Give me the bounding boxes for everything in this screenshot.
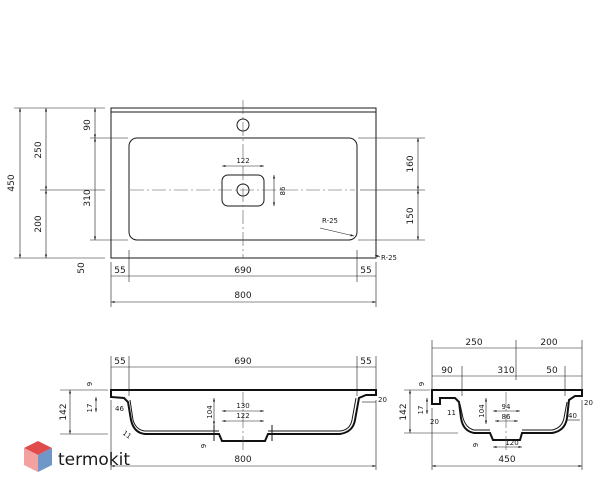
- brand-name: termokit: [58, 450, 130, 470]
- dim-drain-width: 122: [236, 157, 249, 165]
- front-dim-drain-outer: 130: [236, 402, 249, 410]
- front-dim-bottom: 9: [200, 444, 208, 448]
- top-view: 450 250 200 50 90 310 160 150 122 86 R-2…: [7, 100, 425, 307]
- dim-right-lower: 150: [406, 207, 416, 224]
- front-dim-middle: 690: [234, 357, 251, 367]
- basin-outline: [110, 107, 377, 259]
- side-dim-depth: 104: [478, 404, 486, 418]
- side-dim-rim: 17: [417, 406, 425, 415]
- side-dim-mid-right: 50: [546, 366, 558, 376]
- front-dim-height: 142: [59, 403, 69, 420]
- side-dim-mid-middle: 310: [497, 366, 514, 376]
- dim-bottom-middle: 690: [234, 266, 251, 276]
- dim-total-height: 450: [7, 174, 17, 191]
- dim-bottom-left: 55: [114, 266, 125, 276]
- front-dim-left: 55: [114, 357, 125, 367]
- dim-bottom-margin: 50: [77, 262, 87, 274]
- side-dim-total: 450: [498, 455, 515, 465]
- brand-logo: termokit: [24, 441, 130, 472]
- dim-rim-depth: 90: [83, 119, 93, 131]
- front-dim-right-wall: 20: [378, 396, 387, 404]
- side-section: 250 200 90 310 50 142 9 17 20 11 104 94 …: [399, 338, 593, 470]
- side-dim-wall: 20: [430, 418, 439, 426]
- side-dim-top-right: 200: [540, 338, 557, 348]
- side-dim-drain-inner: 86: [502, 413, 511, 421]
- dim-upper-height: 250: [34, 141, 44, 158]
- front-dim-rim-top: 9: [86, 382, 94, 386]
- side-profile: [431, 389, 583, 441]
- side-dim-drain-outer: 94: [502, 403, 511, 411]
- side-dim-base: 120: [505, 439, 518, 447]
- front-profile: [110, 389, 377, 442]
- side-dim-right-top: 20: [584, 399, 593, 407]
- side-dim-top-left: 250: [465, 338, 482, 348]
- side-dim-right-side: 40: [568, 412, 577, 420]
- front-dim-rim: 17: [86, 404, 94, 413]
- dim-bottom-right: 55: [360, 266, 371, 276]
- side-dim-rim-top: 9: [418, 382, 426, 386]
- side-dim-bottom: 9: [472, 443, 480, 447]
- dim-drain-height: 86: [279, 186, 287, 195]
- front-dim-total: 800: [234, 455, 251, 465]
- front-dim-drain-inner: 122: [236, 412, 249, 420]
- radius-outer: R-25: [381, 254, 397, 262]
- dim-bowl-depth: 310: [83, 189, 93, 206]
- front-section: 55 690 55 142 9 17 46 11 104 130 122 9 2…: [59, 356, 387, 470]
- dim-right-upper: 160: [406, 155, 416, 172]
- front-dim-angle: 11: [121, 429, 133, 441]
- front-dim-wall: 46: [115, 405, 124, 413]
- side-dim-height: 142: [399, 403, 409, 420]
- dim-lower-height: 200: [34, 215, 44, 232]
- front-dim-depth: 104: [206, 405, 214, 419]
- cube-logo-icon: [24, 441, 52, 472]
- radius-inner: R-25: [322, 217, 338, 225]
- side-dim-gap: 11: [447, 409, 456, 417]
- front-dim-right: 55: [360, 357, 371, 367]
- dim-total-width: 800: [234, 291, 251, 301]
- side-dim-mid-left: 90: [441, 366, 453, 376]
